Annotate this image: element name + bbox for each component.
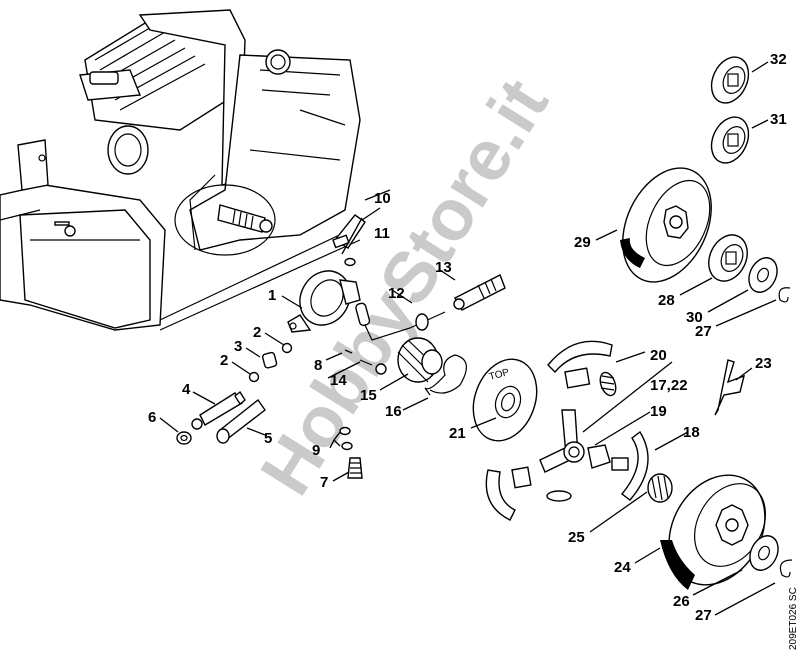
label-17-22: 17,22	[650, 377, 688, 394]
clutch-shoe-lower	[485, 466, 532, 521]
label-27a: 27	[695, 323, 712, 340]
part-25-needle-cage[interactable]	[647, 473, 673, 503]
part-7-screw[interactable]	[347, 457, 363, 479]
part-4-adjusting-screw[interactable]	[191, 390, 246, 430]
label-16: 16	[385, 403, 402, 420]
label-30: 30	[686, 309, 703, 326]
label-18: 18	[683, 424, 700, 441]
label-2a: 2	[253, 324, 261, 341]
label-32: 32	[770, 51, 787, 68]
part-31-rim-sprocket-alt[interactable]	[704, 111, 755, 169]
part-27-e-clip-upper[interactable]	[778, 287, 791, 303]
part-2-washer-lower[interactable]	[248, 371, 260, 383]
part-17-clutch-carrier[interactable]	[539, 409, 585, 473]
part-9-o-rings[interactable]	[329, 426, 353, 451]
part-1-oil-pump-body[interactable]	[287, 262, 361, 334]
label-11: 11	[374, 225, 390, 242]
label-27b: 27	[695, 607, 712, 624]
label-7: 7	[320, 474, 328, 491]
engine-housing	[0, 9, 361, 331]
part-3-spring[interactable]	[261, 351, 278, 369]
part-14-spring-small[interactable]	[359, 359, 387, 375]
label-1: 1	[268, 287, 276, 304]
part-10-suction-hose[interactable]	[332, 214, 366, 249]
part-29-clutch-drum-rim[interactable]	[605, 154, 728, 297]
clutch-spring-lower	[546, 490, 572, 502]
part-5-pump-piston[interactable]	[216, 398, 266, 444]
drawing-code: 209ET026 SC	[788, 587, 799, 650]
label-20: 20	[650, 347, 667, 364]
label-14: 14	[330, 372, 347, 389]
part-2-washer-upper[interactable]	[281, 342, 293, 354]
clutch-shoe-upper	[547, 340, 613, 389]
part-28-rim-sprocket[interactable]	[702, 229, 755, 288]
label-23: 23	[755, 355, 772, 372]
label-28: 28	[658, 292, 675, 309]
part-30-washer-rim[interactable]	[744, 253, 783, 297]
label-25: 25	[568, 529, 585, 546]
label-2b: 2	[220, 352, 228, 369]
label-3: 3	[234, 338, 242, 355]
label-10: 10	[374, 190, 391, 207]
label-5: 5	[264, 430, 272, 447]
part-24-clutch-drum-spur[interactable]	[650, 458, 784, 602]
label-29: 29	[574, 234, 591, 251]
part-12-oil-line[interactable]	[355, 302, 446, 341]
part-labels: 10 11 1 12 13 2 3 2 4 5 6 8 14 15 16 21 …	[148, 51, 787, 624]
label-13: 13	[435, 259, 452, 276]
part-13-pickup-body[interactable]	[453, 274, 506, 311]
part-21-cover-plate[interactable]: TOP	[462, 350, 547, 449]
label-9: 9	[312, 442, 320, 459]
part-6-plug[interactable]	[176, 431, 192, 445]
part-32-rim-sprocket-alt2[interactable]	[704, 51, 755, 109]
part-26-washer[interactable]	[745, 531, 784, 575]
label-31: 31	[770, 111, 787, 128]
part-16-spring-wire[interactable]	[424, 354, 467, 396]
part-27-e-clip-lower[interactable]	[779, 559, 793, 578]
label-4: 4	[182, 381, 191, 398]
label-19: 19	[650, 403, 667, 420]
label-6: 6	[148, 409, 156, 426]
part-18-clutch-shoe[interactable]	[611, 430, 649, 501]
part-11-o-ring[interactable]	[344, 257, 356, 267]
part-19-shoe-insert[interactable]	[587, 444, 611, 469]
part-8-pin[interactable]	[344, 349, 353, 354]
label-26: 26	[673, 593, 690, 610]
label-15: 15	[360, 387, 377, 404]
svg-text:TOP: TOP	[488, 367, 511, 383]
part-20-clutch-spring[interactable]	[597, 370, 618, 397]
part-15-worm[interactable]	[397, 337, 443, 383]
label-24: 24	[614, 559, 631, 576]
leader-lines	[159, 61, 777, 616]
label-21: 21	[449, 425, 466, 442]
label-12: 12	[388, 285, 405, 302]
label-8: 8	[314, 357, 322, 374]
part-23-tool[interactable]	[714, 359, 746, 416]
